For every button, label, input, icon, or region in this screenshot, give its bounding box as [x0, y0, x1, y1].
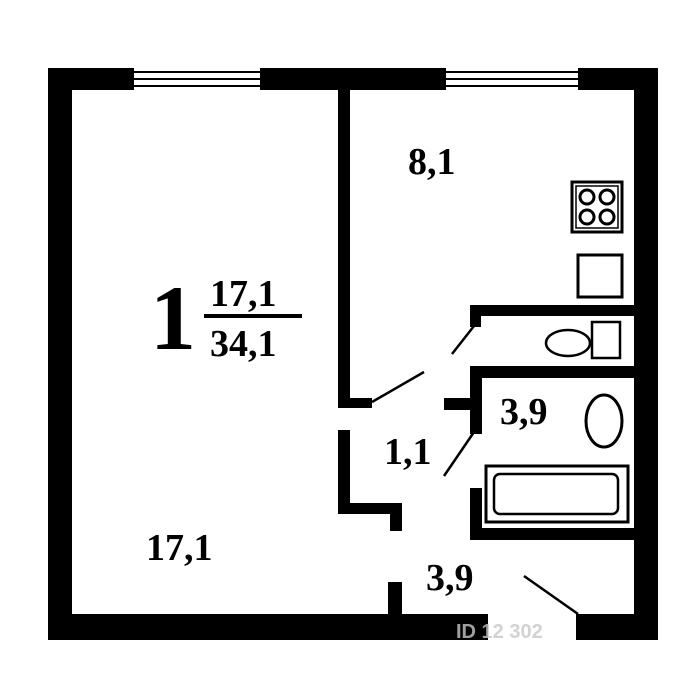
hallway-area-label: 3,9 [426, 557, 474, 599]
wall-room-kitchen [338, 90, 350, 408]
wall-toilet-top [470, 305, 634, 316]
kitchen-area-label: 8,1 [408, 141, 456, 183]
living-area-label: 17,1 [210, 273, 277, 315]
door-entrance [523, 574, 579, 616]
wall-bottom-right [576, 614, 658, 640]
wall-hallway-stub [388, 582, 402, 614]
wall-bath-bottom [470, 528, 634, 540]
door-kitchen [451, 325, 475, 355]
door-swings [371, 325, 579, 616]
wall-bottom-left [48, 614, 488, 640]
watermark-text: ID 12 302 [456, 621, 543, 643]
wall-toilet-side [470, 305, 481, 327]
wall-room-stub [350, 398, 372, 408]
sink-icon [576, 253, 624, 299]
wall-right [634, 68, 658, 640]
stove-icon [570, 180, 624, 234]
wall-corridor-post [390, 503, 402, 531]
room-number: 1 [150, 267, 196, 369]
window-room [134, 68, 260, 90]
window-kitchen [446, 68, 578, 90]
corridor-area-label: 1,1 [384, 431, 432, 473]
washbasin-icon [584, 393, 624, 449]
door-room [371, 370, 425, 404]
wall-left [48, 68, 72, 640]
wall-bath-top [470, 366, 634, 378]
room-area-label: 17,1 [146, 527, 213, 569]
door-bathroom [442, 431, 476, 477]
toilet-icon [544, 320, 622, 360]
wall-corridor-bottom [338, 503, 402, 514]
total-area-label: 34,1 [210, 323, 277, 365]
fraction-bar [204, 314, 302, 318]
bathroom-area-label: 3,9 [500, 391, 548, 433]
wall-bath-side-lower [470, 488, 482, 540]
bathtub-icon [484, 464, 630, 524]
interior-walls [338, 90, 634, 614]
wall-corridor-lower [338, 430, 350, 514]
wall-bath-stub [444, 398, 482, 410]
